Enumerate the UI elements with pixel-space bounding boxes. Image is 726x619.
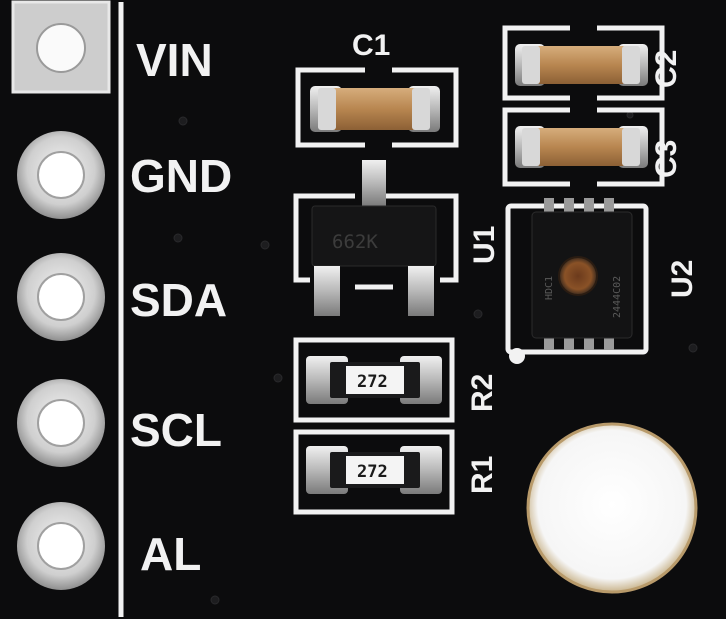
u1-marking: 662K (332, 231, 378, 253)
pin-label-scl: SCL (130, 404, 222, 456)
resistor-r1: 272 R1 (293, 429, 499, 515)
vias (173, 111, 698, 605)
ref-label-r2: R2 (466, 374, 499, 412)
regulator-u1: 662K U1 (293, 160, 501, 316)
u2-marking-line2: 2444C02 (612, 276, 623, 318)
pin-label-al: AL (140, 528, 201, 580)
pin-label-vin: VIN (136, 34, 213, 86)
capacitor-c1: C1 (295, 29, 459, 148)
pad-scl (17, 379, 105, 467)
r2-code: 272 (357, 372, 388, 392)
pad-sda (17, 253, 105, 341)
pin1-indicator-dot (509, 348, 525, 364)
ref-label-c3: C3 (650, 140, 683, 178)
ref-label-u1: U1 (468, 226, 501, 264)
pad-gnd (17, 131, 105, 219)
capacitor-c3: C3 (502, 107, 683, 187)
sensor-u2: HDC1 2444C02 U2 (505, 198, 699, 364)
pin-label-gnd: GND (130, 150, 232, 202)
resistor-r2: 272 R2 (293, 337, 499, 423)
header-pads (11, 0, 111, 590)
u2-marking-line1: HDC1 (544, 276, 555, 300)
mounting-hole (526, 422, 698, 594)
ref-label-c1: C1 (352, 29, 390, 62)
r1-code: 272 (357, 462, 388, 482)
ref-label-c2: C2 (650, 50, 683, 88)
ref-label-u2: U2 (666, 260, 699, 298)
ref-label-r1: R1 (466, 456, 499, 494)
pin-label-sda: SDA (130, 274, 227, 326)
capacitor-c2: C2 (502, 25, 683, 101)
pad-al (17, 502, 105, 590)
pad-vin (11, 0, 111, 94)
